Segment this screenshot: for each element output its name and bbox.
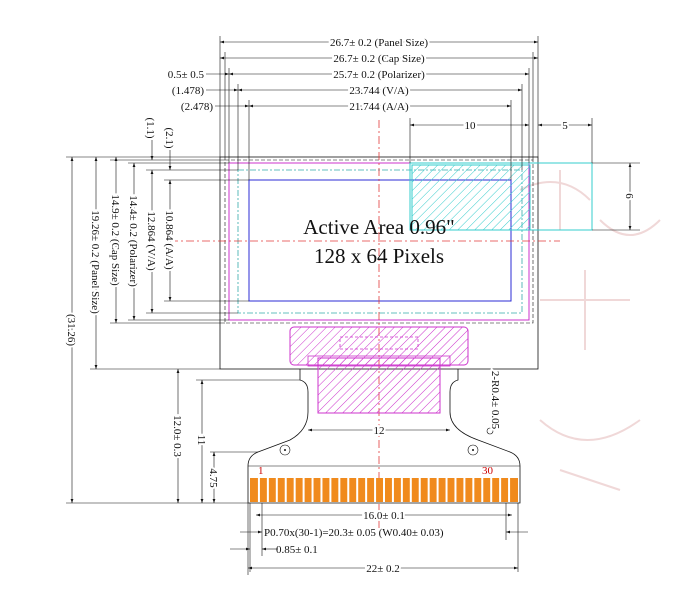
- cap-width-label: 26.7± 0.2 (Cap Size): [333, 53, 425, 65]
- fpc-outline: [247, 369, 521, 504]
- top-dimensions: 26.7± 0.2 (Panel Size) 26.7± 0.2 (Cap Si…: [168, 35, 640, 231]
- fpc-width-12-label: 12: [374, 425, 385, 437]
- fpc-bond-area: [307, 355, 451, 367]
- panel-width-label: 26.7± 0.2 (Panel Size): [330, 37, 428, 49]
- polarizer-width-label: 25.7± 0.2 (Polarizer): [333, 69, 425, 81]
- left-dimensions: (31.26) 19.26± 0.2 (Panel Size) 14.9± 0.…: [63, 117, 300, 504]
- resolution-label: 128 x 64 Pixels: [314, 244, 444, 268]
- radius-label: 2-R0.4± 0.05: [489, 371, 501, 430]
- active-area-title: Active Area 0.96": [303, 215, 454, 239]
- active-area-outline: [248, 179, 512, 302]
- dim-11-label: 11: [195, 435, 207, 446]
- offset-1-1-label: (1.1): [144, 117, 156, 138]
- fpc-stiffener: [317, 357, 441, 414]
- offset-2-1-label: (2.1): [163, 127, 175, 148]
- cap-height-label: 14.9± 0.2 (Cap Size): [109, 194, 121, 286]
- polarizer-height-label: 14.4± 0.2 (Polarizer): [127, 195, 139, 287]
- total-height-label: (31.26): [65, 314, 77, 346]
- offset-va-label: (1.478): [172, 85, 204, 97]
- pin-pitch-label: P0.70x(30-1)=20.3± 0.05 (W0.40± 0.03): [264, 527, 444, 539]
- aa-height-label: 10.864 (A/A): [163, 210, 175, 270]
- va-width-label: 23.744 (V/A): [349, 85, 409, 97]
- pin-span-label: 16.0± 0.1: [363, 510, 405, 522]
- pin-30-label: 30: [482, 465, 494, 477]
- panel-height-label: 19.26± 0.2 (Panel Size): [89, 210, 101, 314]
- fpc-dimensions: 12 2-R0.4± 0.05 16.0± 0.1 P0.70x(30-1)=2…: [230, 369, 528, 577]
- pin-length-label: 4.75: [207, 468, 219, 488]
- fpc-total-width-label: 22± 0.2: [366, 563, 400, 575]
- alignment-hole-left: [279, 444, 291, 456]
- alignment-hole-right: [467, 444, 479, 456]
- dim-5-label: 5: [562, 120, 568, 132]
- watermark: [519, 170, 661, 491]
- dim-6-label: 6: [623, 193, 635, 199]
- dim-10-label: 10: [465, 120, 477, 132]
- aa-width-label: 21.744 (A/A): [349, 101, 409, 113]
- cyan-region-hatch: [411, 164, 531, 231]
- va-height-label: 12.864 (V/A): [145, 211, 157, 271]
- radius-marker: [486, 427, 494, 435]
- edge-distance-label: 0.85± 0.1: [276, 544, 318, 556]
- pin-1-label: 1: [258, 465, 264, 477]
- offset-polarizer-label: 0.5± 0.5: [168, 69, 205, 81]
- pin-row: [250, 478, 518, 502]
- fpc-length-label: 12.0± 0.3: [171, 415, 183, 457]
- view-area-outline: [237, 169, 523, 314]
- offset-aa-label: (2.478): [181, 101, 213, 113]
